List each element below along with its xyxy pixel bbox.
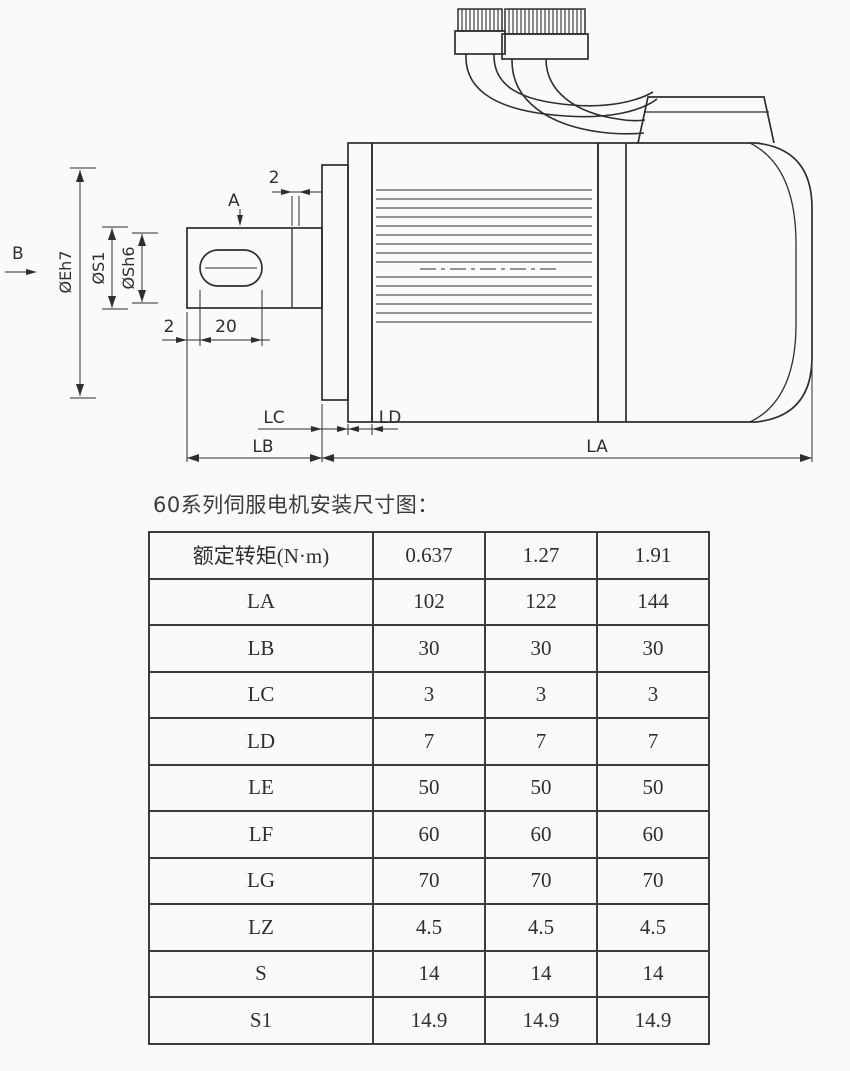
dim-lc-label: LC [263,408,284,428]
value-cell: 30 [484,624,598,673]
value-cell: 7 [596,717,710,766]
header-value-cell: 0.637 [372,531,486,580]
row-label-cell: LD [148,717,374,766]
row-label-cell: LA [148,577,374,626]
value-cell: 7 [372,717,486,766]
value-cell: 30 [372,624,486,673]
value-cell: 60 [596,810,710,859]
value-cell: 144 [596,577,710,626]
value-cell: 30 [596,624,710,673]
value-cell: 60 [484,810,598,859]
dim-2-top-label: 2 [269,168,280,188]
value-cell: 70 [596,856,710,905]
connector-1-body [454,30,506,55]
finned-housing [371,142,599,423]
view-b-label: B [12,244,24,264]
dim-20-label: 20 [215,317,237,337]
dia-sh6-label: ØSh6 [119,246,138,289]
value-cell: 3 [596,670,710,719]
dimension-labels: B A ØEh7 ØS1 ØSh6 2 2 20 LC LD LB LA [12,168,608,457]
row-label-cell: LC [148,670,374,719]
value-cell: 50 [484,763,598,812]
dia-s1-label: ØS1 [89,252,108,285]
dimension-arrowheads [26,189,383,432]
value-cell: 14 [484,949,598,998]
value-cell: 7 [484,717,598,766]
value-cell: 3 [372,670,486,719]
value-cell: 50 [372,763,486,812]
dimension-lines [5,167,813,462]
value-cell: 14.9 [484,996,598,1045]
keyway-slot [199,249,263,287]
value-cell: 14.9 [596,996,710,1045]
shaft [186,227,323,309]
value-cell: 3 [484,670,598,719]
value-cell: 4.5 [484,903,598,952]
value-cell: 102 [372,577,486,626]
value-cell: 60 [372,810,486,859]
header-label-cell: 额定转矩(N·m) [148,531,374,580]
dim-ld-label: LD [379,408,402,428]
value-cell: 14.9 [372,996,486,1045]
rear-housing [598,142,813,423]
dim-2-bottom-label: 2 [164,317,175,337]
value-cell: 14 [596,949,710,998]
row-label-cell: LE [148,763,374,812]
header-value-cell: 1.27 [484,531,598,580]
header-value-cell: 1.91 [596,531,710,580]
rear-inner-contour [749,142,797,423]
value-cell: 14 [372,949,486,998]
drawing-title: 60系列伺服电机安装尺寸图： [153,493,439,517]
value-cell: 4.5 [372,903,486,952]
spigot [321,164,349,401]
view-b-arrow [26,269,37,275]
cooling-fins [376,189,592,323]
value-cell: 4.5 [596,903,710,952]
motor-body [321,96,813,423]
value-cell: 50 [596,763,710,812]
row-label-cell: S1 [148,996,374,1045]
motor-drawing-svg: B A ØEh7 ØS1 ØSh6 2 2 20 LC LD LB LA [5,8,813,462]
connectors [454,8,589,60]
section-a-label: A [228,191,240,211]
row-label-cell: LG [148,856,374,905]
section-a-arrow [237,215,243,226]
row-label-cell: S [148,949,374,998]
dia-eh7-label: ØEh7 [56,250,75,293]
cables [465,53,658,135]
row-label-cell: LZ [148,903,374,952]
row-label-cell: LF [148,810,374,859]
value-cell: 70 [484,856,598,905]
connector-1-pins [457,8,503,32]
dim-la-label: LA [586,437,608,457]
row-label-cell: LB [148,624,374,673]
flange-plate [347,142,373,423]
value-cell: 70 [372,856,486,905]
connector-mount [637,96,775,144]
connector-2-body [501,33,589,60]
motor-dimension-drawing: B A ØEh7 ØS1 ØSh6 2 2 20 LC LD LB LA [0,0,850,490]
dim-lb-label: LB [252,437,273,457]
value-cell: 122 [484,577,598,626]
